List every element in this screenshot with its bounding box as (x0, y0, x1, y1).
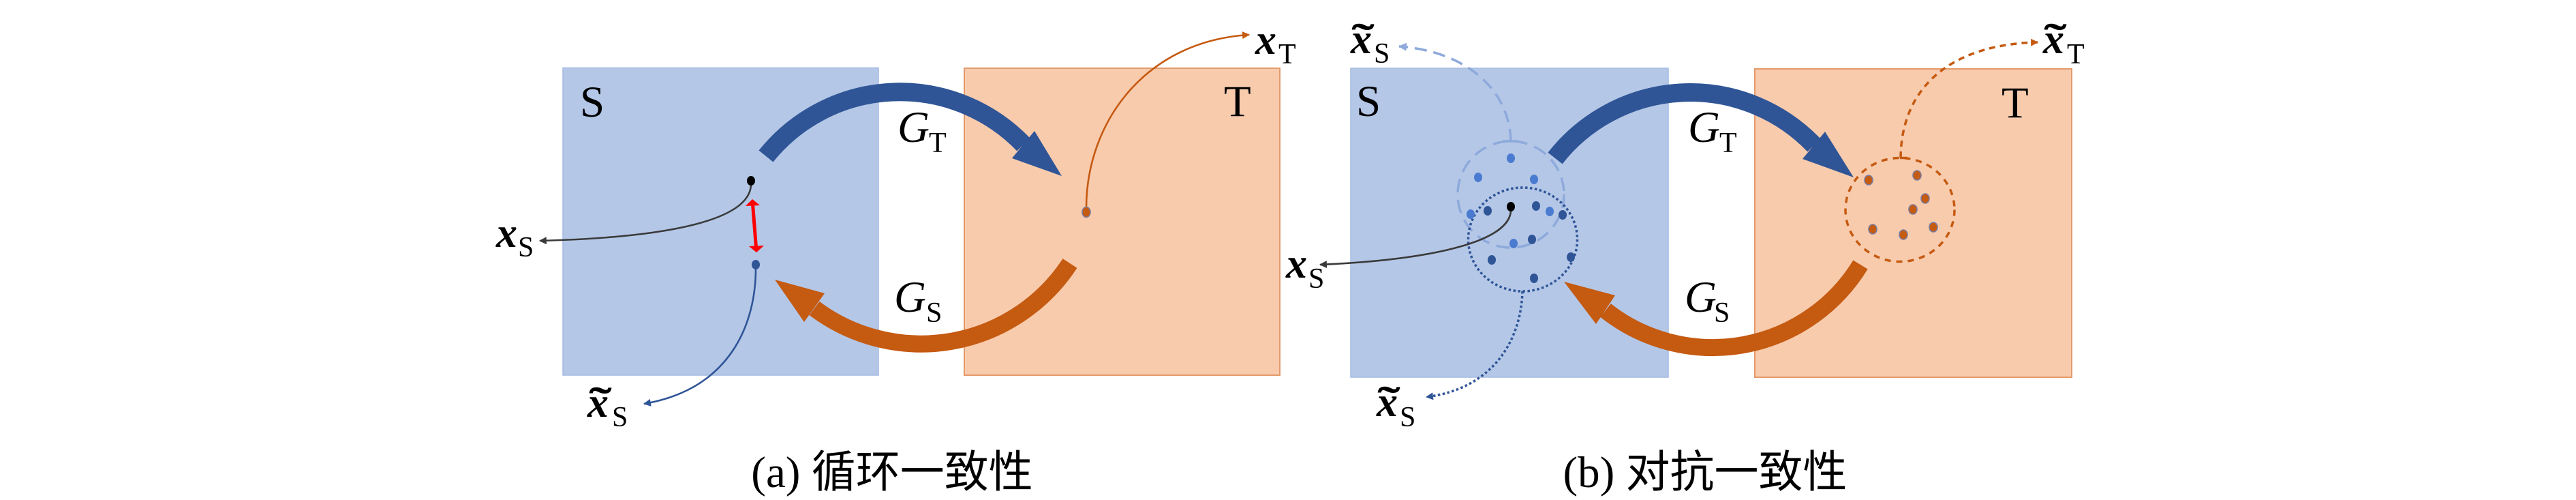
x-source-label: x S (1285, 241, 1324, 295)
vector-symbol: x (1285, 241, 1307, 287)
source-domain-label: S (1356, 77, 1381, 126)
target-sample-dot (1912, 170, 1922, 181)
tilde-accent: ˜ (1377, 379, 1400, 426)
generator-subscript: S (1714, 297, 1730, 329)
target-sample-dot (1908, 204, 1918, 215)
source-sample-dot (747, 176, 755, 186)
generator-symbol: G (898, 103, 930, 152)
vector-symbol: x (1255, 17, 1276, 63)
tilde-accent: ˜ (2044, 16, 2067, 63)
generator-symbol: G (1688, 103, 1720, 152)
reconstruction-region-dashed-circle (1456, 140, 1565, 249)
reconstructed-sample-dot (1546, 207, 1554, 216)
source-neighborhood-dotted-circle (1467, 186, 1579, 293)
arrowhead-up-icon (746, 199, 760, 206)
generator-subscript: S (926, 297, 942, 329)
source-neighbor-dot (1567, 252, 1575, 262)
source-sample-dot (1507, 202, 1515, 211)
generator-to-target-label: G T (1688, 103, 1737, 159)
generator-to-source-label: G S (1685, 273, 1730, 329)
target-sample-dot (1929, 222, 1938, 233)
reconstructed-sample-dot (1530, 175, 1538, 184)
vector-subscript: S (1374, 38, 1390, 70)
vector-subscript: T (2067, 39, 2085, 70)
reconstructed-samples (1467, 153, 1554, 248)
reconstructed-sample-dot (752, 260, 760, 269)
source-domain-label: S (580, 78, 604, 127)
vector-symbol: x (2042, 16, 2064, 63)
source-neighborhood-link (1425, 291, 1524, 400)
x-source-tilde-lower-label: ˜ x S (1376, 379, 1415, 433)
target-region-dashed-circle (1844, 156, 1956, 263)
arrowhead-icon (775, 280, 825, 322)
panel-a-caption: (a) 循环一致性 (751, 448, 1032, 497)
source-neighbor-dot (1559, 210, 1567, 220)
generator-to-target-arrow (758, 83, 1062, 176)
generator-to-source-label: G S (894, 273, 942, 329)
arrowhead-icon (1012, 131, 1062, 176)
target-region-link (1899, 38, 2039, 158)
x-source-tilde-upper-label: ˜ x S (1350, 16, 1390, 70)
target-sample-dot (1868, 224, 1877, 235)
tilde-accent: ˜ (589, 379, 612, 426)
reconstructed-sample-dot (1509, 239, 1518, 248)
panel-b-caption: (b) 对抗一致性 (1563, 448, 1847, 497)
vector-subscript: S (518, 232, 534, 263)
translated-sample-dot (1082, 206, 1091, 218)
generator-to-source-arrow (1564, 260, 1868, 357)
x-source-label: x S (495, 210, 534, 263)
target-sample-dot (1864, 175, 1873, 186)
vector-subscript: S (1400, 402, 1415, 433)
reconstructed-sample-dot (1474, 173, 1482, 182)
cycle-error-double-arrow (746, 199, 764, 252)
generator-to-target-arrow (1548, 83, 1854, 177)
generator-to-target-label: G T (898, 103, 947, 159)
x-target-tilde-label: ˜ x T (2042, 16, 2085, 70)
x-target-label: x T (1255, 17, 1296, 70)
tilde-accent: ˜ (1351, 16, 1375, 63)
generator-to-source-arrow (775, 259, 1077, 353)
reconstruction-region-link (1398, 42, 1512, 142)
target-domain-label: T (2002, 78, 2029, 128)
source-neighbor-dot (1530, 274, 1538, 283)
target-sample-dot (1920, 193, 1930, 204)
panel-a-cycle-consistency: S T G T G S (495, 17, 1296, 497)
arrowhead-icon (1564, 282, 1615, 324)
arrowhead-icon (1803, 132, 1854, 177)
source-neighborhood-samples (1484, 201, 1575, 283)
vector-symbol: x (1350, 16, 1372, 63)
source-sample-link (1319, 210, 1512, 269)
source-neighbor-dot (1484, 206, 1492, 216)
arrowhead-down-icon (749, 246, 764, 252)
generator-subscript: T (1719, 128, 1737, 159)
vector-symbol: x (587, 380, 609, 426)
source-neighbor-dot (1528, 235, 1536, 244)
target-domain-label: T (1224, 77, 1251, 126)
vector-symbol: x (1376, 379, 1398, 426)
generator-symbol: G (894, 273, 926, 322)
vector-subscript: S (1308, 263, 1324, 295)
generator-symbol: G (1685, 273, 1717, 322)
vector-subscript: S (612, 402, 628, 433)
target-sample-link (1085, 31, 1251, 209)
target-sample-dot (1899, 229, 1908, 240)
reconstructed-sample-dot (1507, 153, 1515, 163)
vector-subscript: T (1278, 39, 1296, 70)
generator-subscript: T (929, 128, 947, 159)
vector-symbol: x (495, 210, 517, 256)
reconstructed-sample-link (643, 268, 757, 407)
x-source-reconstructed-label: ˜ x S (587, 379, 628, 433)
source-neighbor-dot (1488, 255, 1496, 265)
source-sample-link (538, 184, 752, 245)
reconstructed-sample-dot (1467, 209, 1475, 219)
source-neighbor-dot (1532, 201, 1540, 211)
panel-b-adversarial-consistency: S T (1285, 16, 2085, 497)
target-samples (1864, 170, 1938, 240)
